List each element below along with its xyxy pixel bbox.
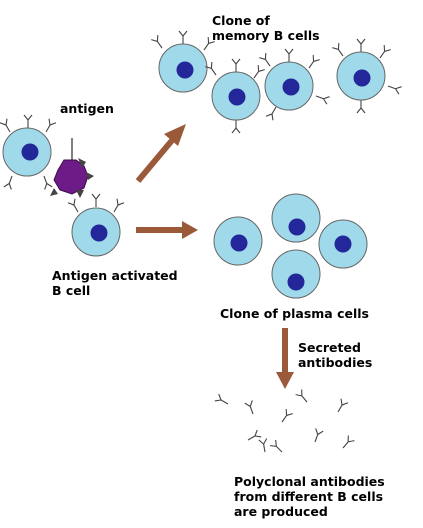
antibody bbox=[278, 408, 294, 425]
memory-clone-label: Clone of memory B cells bbox=[212, 13, 320, 43]
activated-b-cell-label: Antigen activated B cell bbox=[52, 268, 178, 298]
antigen-label: antigen bbox=[60, 101, 114, 116]
plasma-cell-clone bbox=[213, 193, 368, 299]
plasma-clone-label: Clone of plasma cells bbox=[220, 306, 369, 321]
activated-b-cell bbox=[67, 193, 125, 257]
antibody bbox=[244, 399, 258, 416]
arrow-to-antibodies bbox=[276, 328, 294, 389]
polyclonal-antibodies-label: Polyclonal antibodies from different B c… bbox=[234, 474, 385, 519]
memory-b-cell bbox=[150, 30, 216, 93]
antibody bbox=[214, 393, 231, 409]
plasma-cell bbox=[318, 219, 368, 269]
antibody bbox=[245, 429, 262, 445]
plasma-cell bbox=[213, 216, 263, 266]
antibody bbox=[269, 439, 286, 456]
secreted-antibodies-label: Secreted antibodies bbox=[298, 340, 373, 370]
antibody bbox=[258, 437, 270, 454]
memory-b-cell bbox=[204, 58, 266, 134]
b-cell-naive bbox=[0, 114, 57, 191]
memory-b-cell bbox=[331, 38, 403, 114]
antibody bbox=[295, 388, 311, 406]
antibody bbox=[339, 434, 355, 452]
memory-b-cell-clone bbox=[150, 30, 403, 134]
plasma-cell bbox=[271, 249, 321, 299]
arrow-to-memory-cells bbox=[135, 124, 186, 183]
antibody bbox=[310, 427, 324, 444]
memory-b-cell bbox=[258, 48, 331, 121]
secreted-antibodies bbox=[214, 388, 355, 456]
antibody bbox=[333, 398, 349, 415]
antigen-particle bbox=[50, 138, 94, 198]
arrow-to-plasma-cells bbox=[136, 221, 198, 239]
plasma-cell bbox=[271, 193, 321, 243]
